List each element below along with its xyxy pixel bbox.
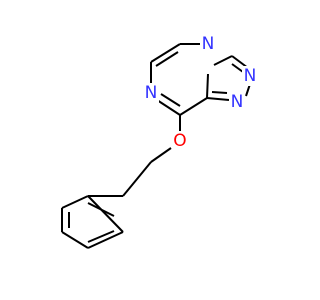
bond-c3-n2-inner bbox=[231, 63, 244, 73]
pyrazine-ring bbox=[150, 43, 209, 116]
bond-ph-c1-c2 bbox=[87, 195, 124, 233]
bond-n1-c8a bbox=[206, 97, 230, 101]
triazole-ring bbox=[206, 55, 251, 101]
atom-n2-label: N bbox=[244, 66, 257, 86]
bond-ph-c5-c6 bbox=[61, 195, 89, 209]
bond-ph-c2-c3-inner bbox=[87, 230, 115, 243]
atom-n7-label: N bbox=[145, 83, 158, 103]
bond-ch2-ch2 bbox=[122, 161, 152, 197]
chemical-structure-diagram: N N N N O bbox=[61, 34, 258, 249]
bond-c8a-n4 bbox=[206, 73, 209, 99]
bond-c5-c6 bbox=[150, 43, 181, 63]
bond-o-ch2 bbox=[150, 147, 172, 163]
bond-n4-c3 bbox=[213, 55, 233, 66]
atom-n1-label: N bbox=[231, 92, 244, 112]
atom-labels: N N N N O bbox=[143, 34, 258, 151]
bond-c8-c8a bbox=[179, 97, 208, 116]
atom-o-label: O bbox=[173, 131, 186, 151]
bond-ph-c6-c1-inner bbox=[87, 202, 115, 217]
atom-n4-label: N bbox=[202, 34, 215, 54]
bond-n1-c8a-inner bbox=[211, 91, 228, 94]
bond-ph-c2-c3 bbox=[87, 231, 124, 249]
bond-n7-c8-inner bbox=[160, 93, 181, 107]
bond-c5-c6-inner bbox=[155, 51, 179, 67]
bond-ph-c3-c4 bbox=[61, 231, 89, 249]
bond-n7-c8 bbox=[156, 99, 181, 116]
phenethyl-ether-chain bbox=[88, 115, 181, 197]
phenyl-ring bbox=[61, 195, 124, 249]
